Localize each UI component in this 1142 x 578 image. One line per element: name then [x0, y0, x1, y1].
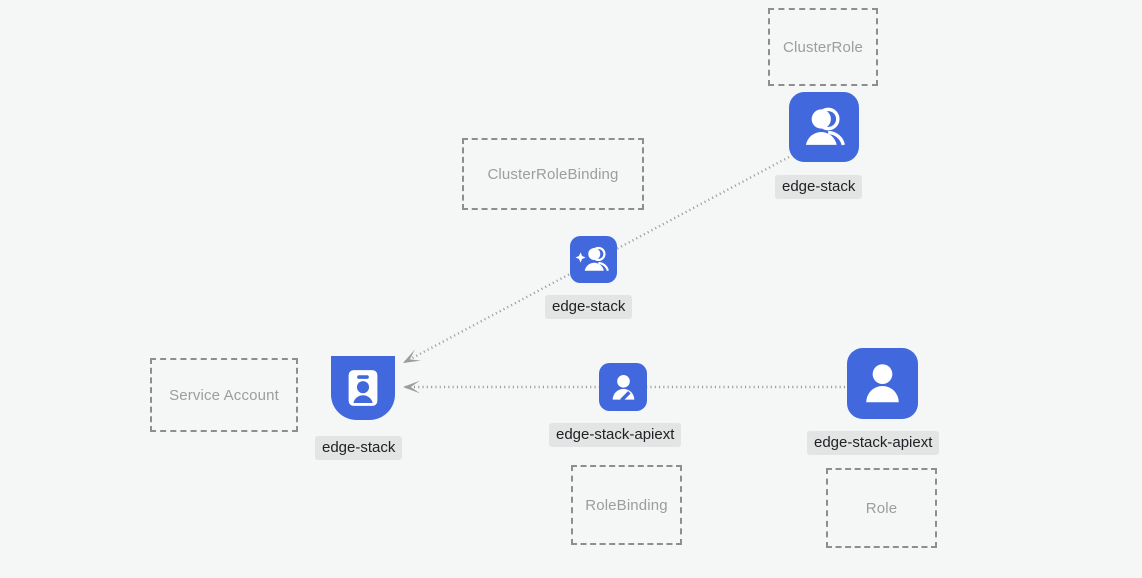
edge-role-to-serviceaccount-arrowhead	[403, 380, 420, 394]
user-edit-icon	[599, 363, 647, 411]
node-serviceaccount-edge-stack[interactable]	[331, 356, 395, 420]
node-name-chip: edge-stack	[315, 436, 403, 461]
kind-box-rolebinding: RoleBinding	[571, 465, 682, 545]
node-clusterrole-edge-stack[interactable]	[789, 92, 859, 162]
node-rolebinding-edge-stack-apiext[interactable]	[599, 363, 647, 411]
node-name-chip: edge-stack-apiext	[549, 423, 682, 448]
group-users-icon	[789, 92, 859, 162]
kind-box-label: RoleBinding	[585, 496, 668, 514]
user-icon	[847, 348, 918, 419]
node-role-edge-stack-apiext[interactable]	[847, 348, 918, 419]
kind-box-role: Role	[826, 468, 937, 548]
kind-box-label: ClusterRole	[782, 38, 863, 56]
kind-box-label: ClusterRoleBinding	[487, 165, 619, 183]
kind-box-service-account: Service Account	[150, 358, 298, 432]
node-name-chip: edge-stack	[775, 175, 863, 200]
edge-clusterrole-to-serviceaccount-arrowhead	[403, 349, 422, 363]
id-badge-icon	[331, 356, 395, 420]
kind-box-clusterrole: ClusterRole	[768, 8, 878, 86]
node-clusterrolebinding-edge-stack[interactable]	[570, 236, 617, 283]
kind-box-clusterrolebinding: ClusterRoleBinding	[462, 138, 644, 210]
node-name-chip: edge-stack	[545, 295, 633, 320]
kind-box-label: Role	[865, 499, 898, 517]
add-user-icon	[570, 236, 617, 283]
node-name-chip: edge-stack-apiext	[807, 431, 940, 456]
kind-box-label: Service Account	[169, 386, 279, 404]
